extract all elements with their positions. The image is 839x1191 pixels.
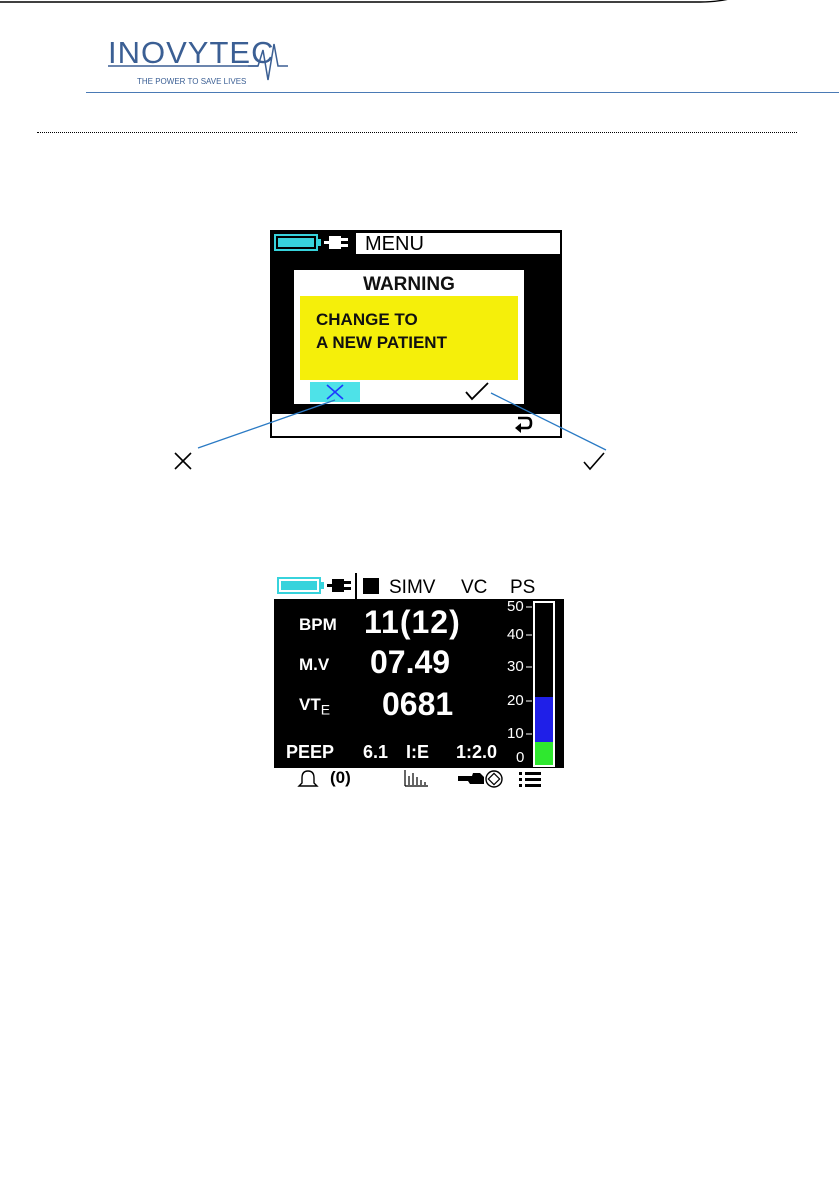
vte-label-sub: E — [321, 701, 330, 717]
menu-icon[interactable] — [518, 770, 542, 788]
alarm-count: (0) — [330, 768, 351, 788]
legend-check-icon — [582, 450, 606, 472]
callout-lines — [0, 0, 839, 500]
mv-value: 07.49 — [370, 644, 450, 680]
scale-tick: 30 — [507, 658, 524, 675]
battery-icon — [274, 573, 364, 599]
trend-icon[interactable] — [403, 769, 429, 789]
bell-icon[interactable] — [296, 769, 320, 789]
scale-tick: 40 — [507, 626, 524, 643]
bpm-value: 11(12) — [364, 604, 461, 640]
ventilation-screen: SIMV VC PS BPM 11(12) M.V 07.49 VTE 0681… — [274, 573, 564, 789]
ac-plug-icon — [327, 579, 351, 592]
scale-tick: 0 — [516, 749, 524, 766]
status-bar: SIMV VC PS — [274, 573, 564, 599]
mode-vc: VC — [461, 577, 487, 599]
bpm-label: BPM — [299, 615, 337, 635]
scale-tick: 20 — [507, 692, 524, 709]
pressure-bar-peak — [535, 697, 553, 742]
legend-x-icon — [172, 450, 194, 472]
peep-label: PEEP — [286, 742, 334, 763]
mode-simv: SIMV — [389, 577, 435, 599]
hand-icon[interactable] — [456, 769, 506, 789]
parameter-panel: BPM 11(12) M.V 07.49 VTE 0681 PEEP 6.1 I… — [274, 599, 564, 768]
ie-label: I:E — [406, 742, 429, 763]
pressure-bar-current — [535, 742, 553, 765]
vte-label: VTE — [299, 695, 330, 717]
mode-square-icon — [363, 578, 379, 594]
scale-tick: 10 — [507, 725, 524, 742]
ventilation-mode: SIMV VC PS — [364, 577, 564, 597]
scale-tick: 50 — [507, 598, 524, 615]
peep-value: 6.1 — [363, 742, 388, 763]
vte-label-main: VT — [299, 695, 321, 714]
ie-value: 1:2.0 — [456, 742, 497, 763]
pressure-bar — [533, 601, 555, 767]
vte-value: 0681 — [382, 686, 453, 722]
soft-key-bar: (0) — [274, 768, 564, 789]
mv-label: M.V — [299, 655, 329, 675]
mode-ps: PS — [510, 577, 535, 599]
